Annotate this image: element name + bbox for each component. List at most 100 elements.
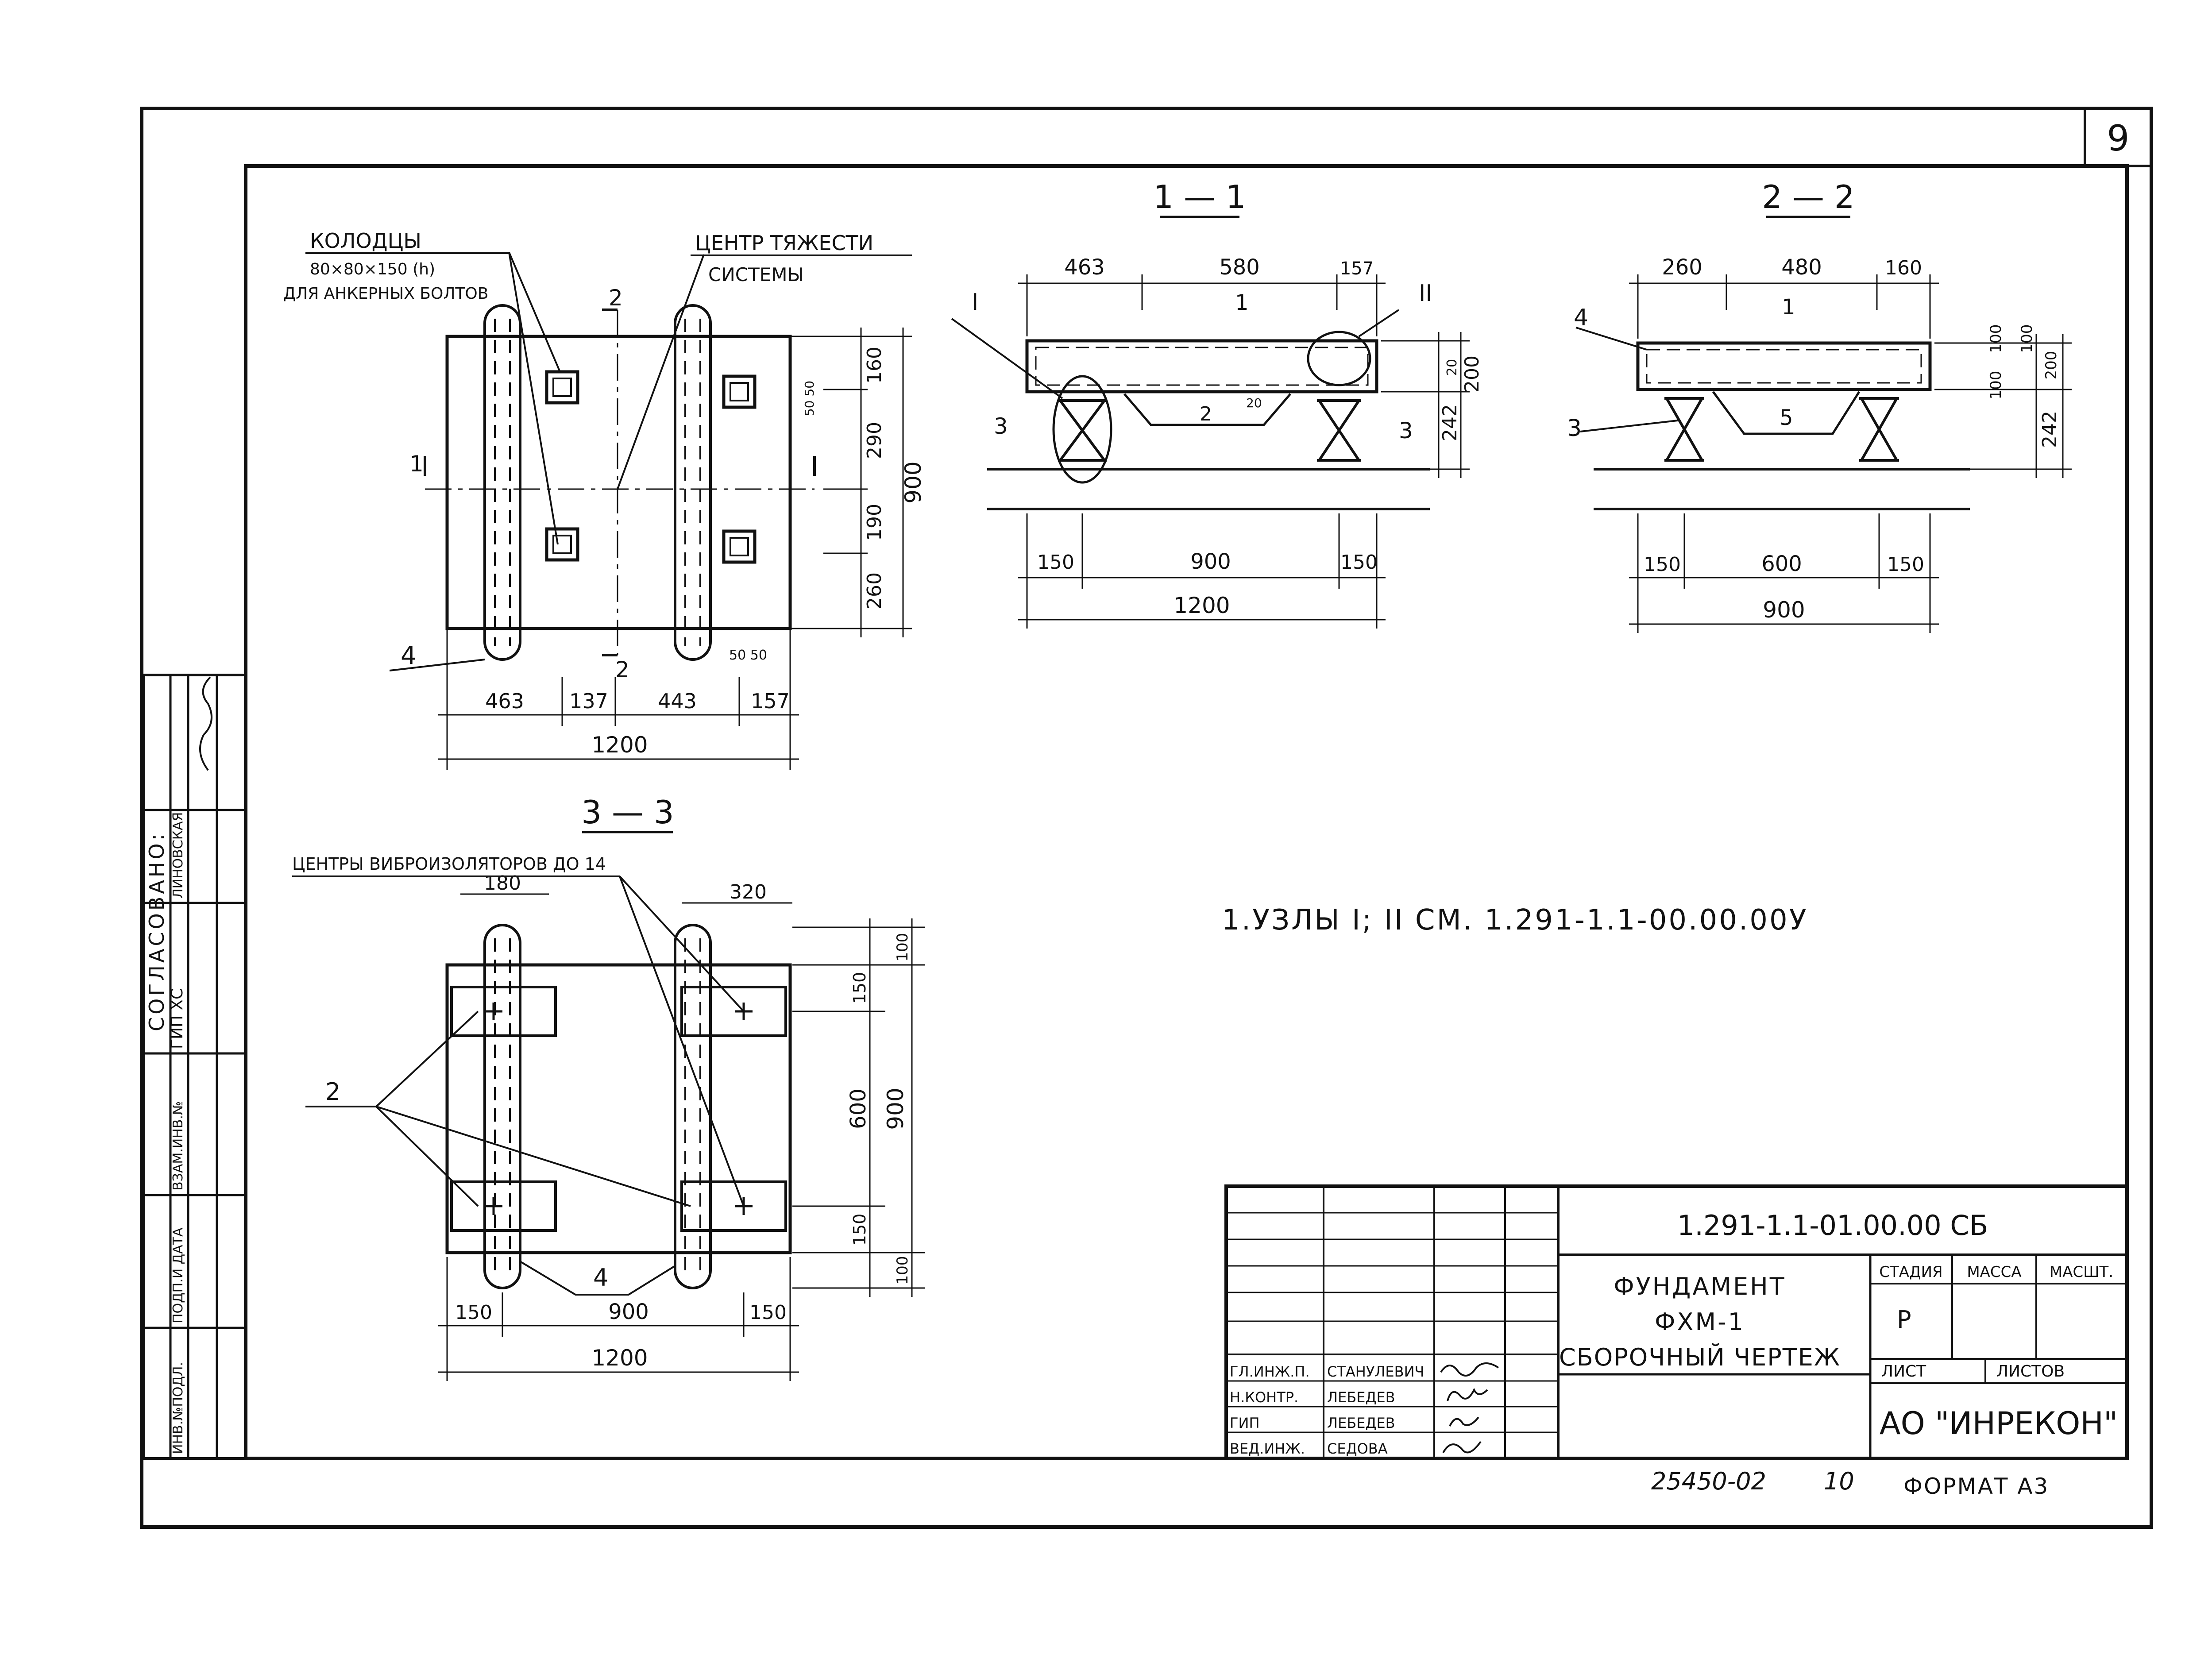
s11-dim-150-right: 150 xyxy=(1340,551,1378,574)
role-4: ВЕД.ИНЖ. xyxy=(1230,1440,1305,1457)
title-block xyxy=(1224,1184,2129,1460)
s11-dim-150-left: 150 xyxy=(1037,551,1074,574)
anchor-well xyxy=(545,527,579,562)
s11-pos-3-right: 3 xyxy=(1399,418,1413,444)
s22-pos-3: 3 xyxy=(1567,415,1582,442)
format-label: ФОРМАТ А3 xyxy=(1903,1473,2049,1499)
name-4: СЕДОВА xyxy=(1327,1440,1388,1457)
stamp-field-replace-inv: ВЗАМ.ИНВ.№ xyxy=(170,1101,186,1191)
s22-dim-right-100b: 100 xyxy=(2018,324,2036,353)
s33-callout: ЦЕНТРЫ ВИБРОИЗОЛЯТОРОВ ДО 14 xyxy=(292,854,606,874)
s22-dim-260: 260 xyxy=(1662,255,1702,280)
section-3-3-title: 3 — 3 xyxy=(581,794,674,831)
s33-dim-320: 320 xyxy=(730,881,767,903)
s11-dim-total: 1200 xyxy=(1174,593,1230,618)
s22-dim-right-100a: 100 xyxy=(1987,324,2005,353)
plan-dim-total: 1200 xyxy=(591,732,648,758)
section-1-1-title: 1 — 1 xyxy=(1153,178,1246,216)
s11-dim-right-200: 200 xyxy=(1461,355,1483,393)
s33-dim-total: 1200 xyxy=(591,1345,648,1371)
plan-dim-right-small: 50 50 xyxy=(802,381,817,416)
anchor-well xyxy=(545,370,579,405)
role-1: ГЛ.ИНЖ.П. xyxy=(1230,1363,1310,1380)
callout-wells-line3: ДЛЯ АНКЕРНЫХ БОЛТОВ xyxy=(283,285,488,303)
s11-pos-2: 2 xyxy=(1200,403,1212,425)
role-2: Н.КОНТР. xyxy=(1230,1389,1298,1406)
col-header-mass: МАССА xyxy=(1967,1263,2021,1281)
plan-dim-right-260: 260 xyxy=(863,572,886,609)
s22-dim-total: 900 xyxy=(1763,597,1805,623)
plan-dim-right-290: 290 xyxy=(863,422,886,459)
callout-center-line2: СИСТЕМЫ xyxy=(708,264,804,285)
plan-dim-right-160: 160 xyxy=(863,347,886,384)
s22-dim-600: 600 xyxy=(1761,552,1802,576)
stamp-row-gip: ГИП ХС xyxy=(168,988,186,1049)
archive-number: 25450-02 xyxy=(1651,1467,1766,1495)
s33-dim-right-150-top: 150 xyxy=(850,972,869,1004)
plan-section-mark-1: 1 xyxy=(409,451,424,477)
s11-dim-157: 157 xyxy=(1340,258,1374,279)
callout-center-line1: ЦЕНТР ТЯЖЕСТИ xyxy=(695,231,873,255)
title-code: 1.291-1.1-01.00.00 СБ xyxy=(1677,1209,1988,1242)
section-2-2-title: 2 — 2 xyxy=(1762,178,1854,216)
sheet-number: 9 xyxy=(2107,118,2130,159)
stage-value: Р xyxy=(1897,1306,1911,1334)
plan-pos-4: 4 xyxy=(401,641,417,670)
s33-dim-right-100-top: 100 xyxy=(894,933,911,962)
stamp-signature xyxy=(199,676,212,771)
title-name-1: ФУНДАМЕНТ xyxy=(1614,1273,1786,1300)
name-1: СТАНУЛЕВИЧ xyxy=(1327,1363,1424,1380)
plan-dim-463: 463 xyxy=(485,689,524,713)
s22-dim-right-242: 242 xyxy=(2038,411,2061,448)
anchor-well xyxy=(722,529,757,564)
s11-dim-right-242: 242 xyxy=(1439,404,1461,441)
stamp-row-name: ЛИНОВСКАЯ xyxy=(170,812,186,899)
col-header-scale: МАСШТ. xyxy=(2050,1263,2113,1281)
s22-pos-5: 5 xyxy=(1780,405,1793,430)
s11-dim-463: 463 xyxy=(1064,255,1105,280)
name-2: ЛЕБЕДЕВ xyxy=(1327,1389,1395,1406)
plan-section-mark-2-top: 2 xyxy=(609,285,623,311)
col-header-stage: СТАДИЯ xyxy=(1879,1263,1942,1281)
s33-dim-right-150-bottom: 150 xyxy=(850,1214,869,1246)
s22-dim-150-right: 150 xyxy=(1887,553,1924,576)
section-1-1 xyxy=(951,216,1470,629)
s11-dim-580: 580 xyxy=(1219,255,1260,280)
s33-dim-right-600: 600 xyxy=(846,1088,871,1129)
s11-dim-right-20: 20 xyxy=(1444,359,1460,376)
s11-node-II: II xyxy=(1419,280,1432,307)
s33-dim-180: 180 xyxy=(484,872,521,895)
signatures xyxy=(1440,1362,1499,1454)
s22-pos-1: 1 xyxy=(1782,295,1795,320)
plan-section-mark-2-bottom: 2 xyxy=(615,657,629,683)
side-approval-stamp xyxy=(143,674,247,1460)
plan-dim-right-190: 190 xyxy=(863,504,886,541)
section-3-3 xyxy=(292,831,925,1381)
s22-dim-150-left: 150 xyxy=(1644,553,1681,576)
plan-dim-137: 137 xyxy=(569,689,608,713)
s11-dim-20: 20 xyxy=(1246,396,1262,410)
s11-pos-3-left: 3 xyxy=(994,413,1008,439)
plan-dim-157: 157 xyxy=(751,689,790,713)
s33-dim-150-right: 150 xyxy=(749,1301,787,1324)
s22-dim-right-200: 200 xyxy=(2042,351,2060,380)
s22-dim-160: 160 xyxy=(1885,257,1922,279)
s33-pos-4: 4 xyxy=(593,1264,608,1292)
title-name-3: СБОРОЧНЫЙ ЧЕРТЕЖ xyxy=(1559,1343,1841,1371)
plan-dim-right-total: 900 xyxy=(900,461,926,503)
stamp-field-orig-inv: ИНВ.№ПОДЛ. xyxy=(170,1362,186,1454)
s33-dim-150-left: 150 xyxy=(455,1301,492,1324)
plan-dim-small: 50 50 xyxy=(729,648,767,663)
s11-dim-900: 900 xyxy=(1190,549,1231,574)
s33-pos-2: 2 xyxy=(325,1078,340,1106)
sheets-label: ЛИСТОВ xyxy=(1996,1362,2065,1381)
name-3: ЛЕБЕДЕВ xyxy=(1327,1415,1395,1431)
general-note: 1.УЗЛЫ I; II СМ. 1.291-1.1-00.00.00У xyxy=(1222,904,1808,937)
s22-dim-480: 480 xyxy=(1781,255,1822,280)
stamp-agreed-label: СОГЛАСОВАНО: xyxy=(145,831,169,1031)
section-2-2 xyxy=(1575,216,2072,633)
s11-pos-1: 1 xyxy=(1235,290,1249,315)
s33-dim-900: 900 xyxy=(608,1300,649,1324)
plan-view xyxy=(389,252,912,770)
